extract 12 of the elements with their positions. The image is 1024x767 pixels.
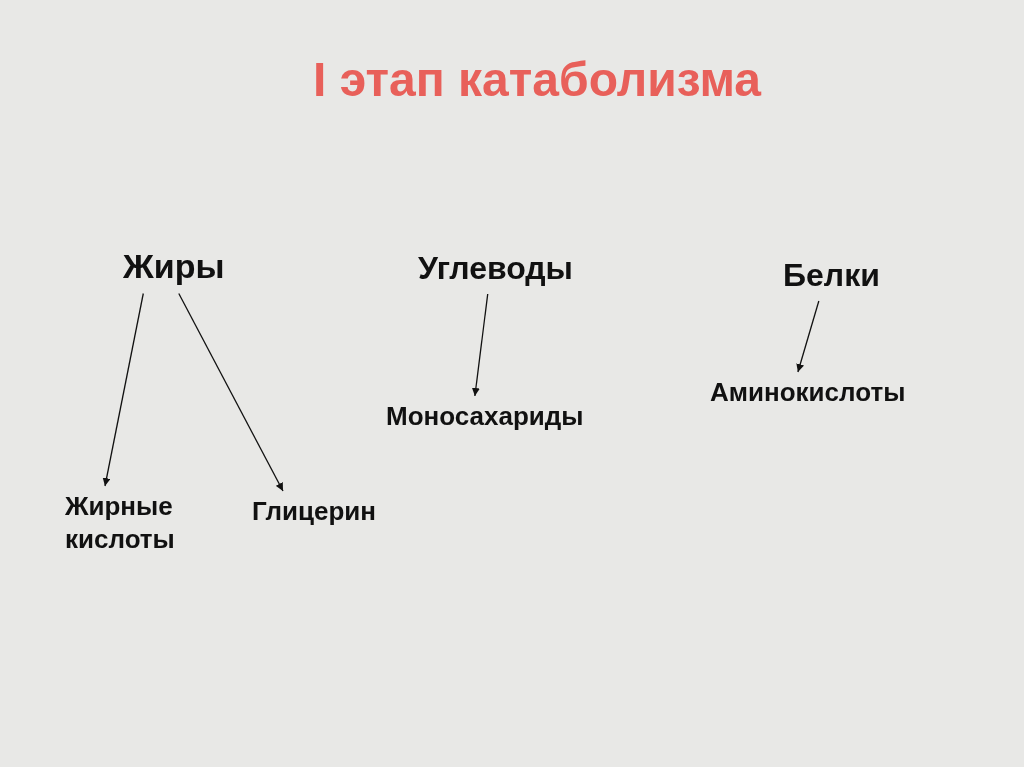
node-label: Жиры: [123, 245, 225, 288]
title: I этап катаболизма: [312, 52, 763, 107]
arrow: [178, 292, 284, 492]
node-label: Глицерин: [252, 495, 376, 528]
node-label: Белки: [783, 255, 880, 295]
node-label: Жирные кислоты: [65, 490, 225, 555]
arrow: [471, 293, 489, 397]
node-label: Углеводы: [418, 248, 573, 288]
node-label: Моносахариды: [386, 400, 584, 433]
node-label: Аминокислоты: [710, 376, 906, 409]
arrow: [796, 300, 820, 373]
arrow: [102, 292, 144, 487]
